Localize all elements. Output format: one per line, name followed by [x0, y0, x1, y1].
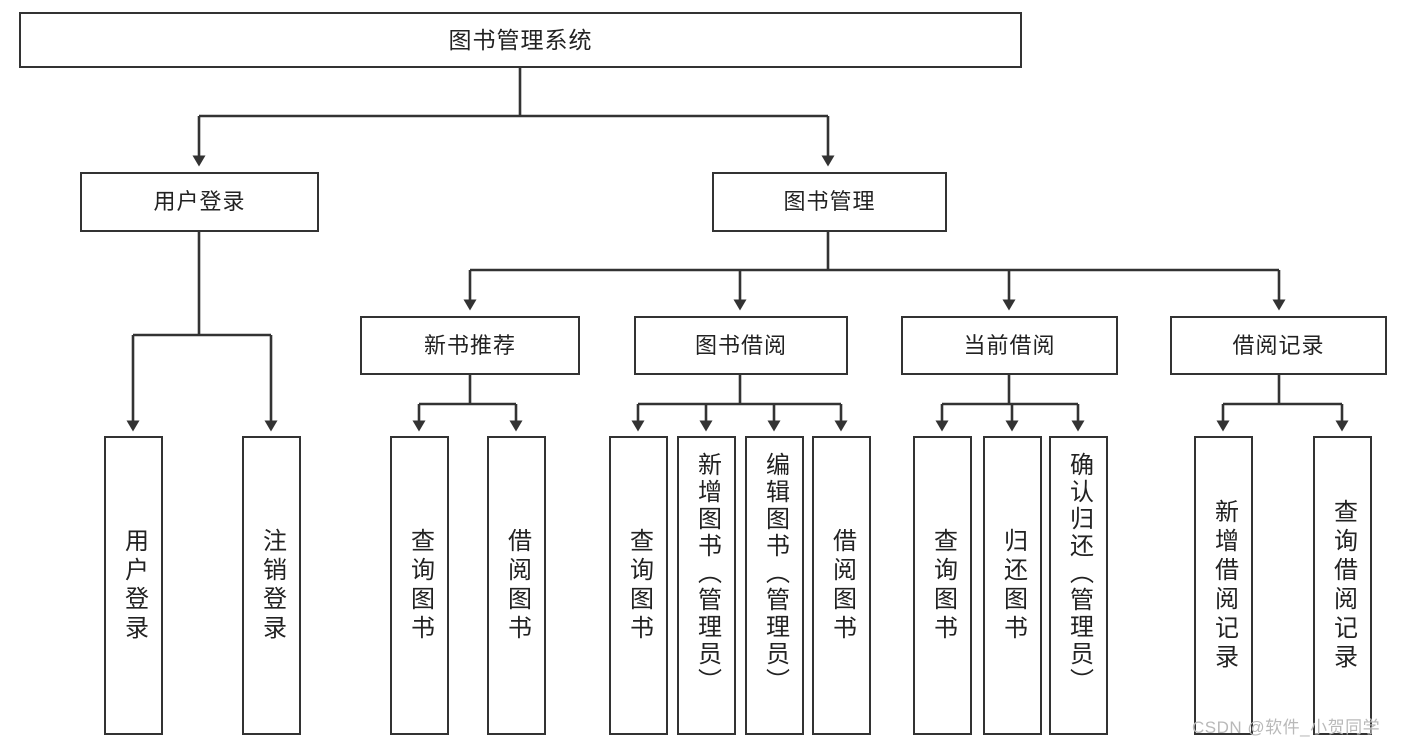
- node-borrow-record-label: 借阅记录: [1232, 332, 1325, 358]
- leaf-edit-book-label: 编辑图书（管理员）: [761, 452, 789, 695]
- leaf-query-book-2[interactable]: 查询图书: [609, 436, 668, 735]
- leaf-borrow-book-2-label: 借阅图书: [828, 527, 856, 644]
- leaf-borrow-book-2[interactable]: 借阅图书: [812, 436, 871, 735]
- node-new-book-recommend-label: 新书推荐: [423, 332, 516, 358]
- leaf-confirm-return[interactable]: 确认归还（管理员）: [1049, 436, 1108, 735]
- leaf-query-book-2-label: 查询图书: [625, 527, 653, 644]
- node-root[interactable]: 图书管理系统: [19, 12, 1022, 68]
- leaf-add-book[interactable]: 新增图书（管理员）: [677, 436, 736, 735]
- leaf-confirm-return-label: 确认归还（管理员）: [1065, 452, 1093, 695]
- node-book-borrow-label: 图书借阅: [694, 332, 787, 358]
- leaf-add-record[interactable]: 新增借阅记录: [1194, 436, 1253, 735]
- leaf-query-book-1[interactable]: 查询图书: [390, 436, 449, 735]
- node-current-borrow-label: 当前借阅: [963, 332, 1056, 358]
- node-borrow-record[interactable]: 借阅记录: [1170, 316, 1387, 375]
- node-new-book-recommend[interactable]: 新书推荐: [360, 316, 580, 375]
- leaf-query-record-label: 查询借阅记录: [1329, 498, 1357, 673]
- leaf-user-login[interactable]: 用户登录: [104, 436, 163, 735]
- node-book-manage-label: 图书管理: [783, 189, 876, 215]
- leaf-return-book-label: 归还图书: [999, 527, 1027, 644]
- node-current-borrow[interactable]: 当前借阅: [901, 316, 1118, 375]
- leaf-query-book-1-label: 查询图书: [406, 527, 434, 644]
- node-user-login-label: 用户登录: [153, 189, 246, 215]
- leaf-borrow-book-1-label: 借阅图书: [503, 527, 531, 644]
- leaf-return-book[interactable]: 归还图书: [983, 436, 1042, 735]
- leaf-add-book-label: 新增图书（管理员）: [693, 452, 721, 695]
- node-book-borrow[interactable]: 图书借阅: [634, 316, 848, 375]
- node-book-manage[interactable]: 图书管理: [712, 172, 947, 232]
- leaf-logout-login-label: 注销登录: [258, 527, 286, 644]
- leaf-query-book-3[interactable]: 查询图书: [913, 436, 972, 735]
- leaf-query-book-3-label: 查询图书: [929, 527, 957, 644]
- leaf-borrow-book-1[interactable]: 借阅图书: [487, 436, 546, 735]
- leaf-add-record-label: 新增借阅记录: [1210, 498, 1238, 673]
- node-root-label: 图书管理系统: [448, 26, 593, 53]
- leaf-user-login-label: 用户登录: [120, 527, 148, 644]
- leaf-logout-login[interactable]: 注销登录: [242, 436, 301, 735]
- leaf-query-record[interactable]: 查询借阅记录: [1313, 436, 1372, 735]
- leaf-edit-book[interactable]: 编辑图书（管理员）: [745, 436, 804, 735]
- node-user-login[interactable]: 用户登录: [80, 172, 319, 232]
